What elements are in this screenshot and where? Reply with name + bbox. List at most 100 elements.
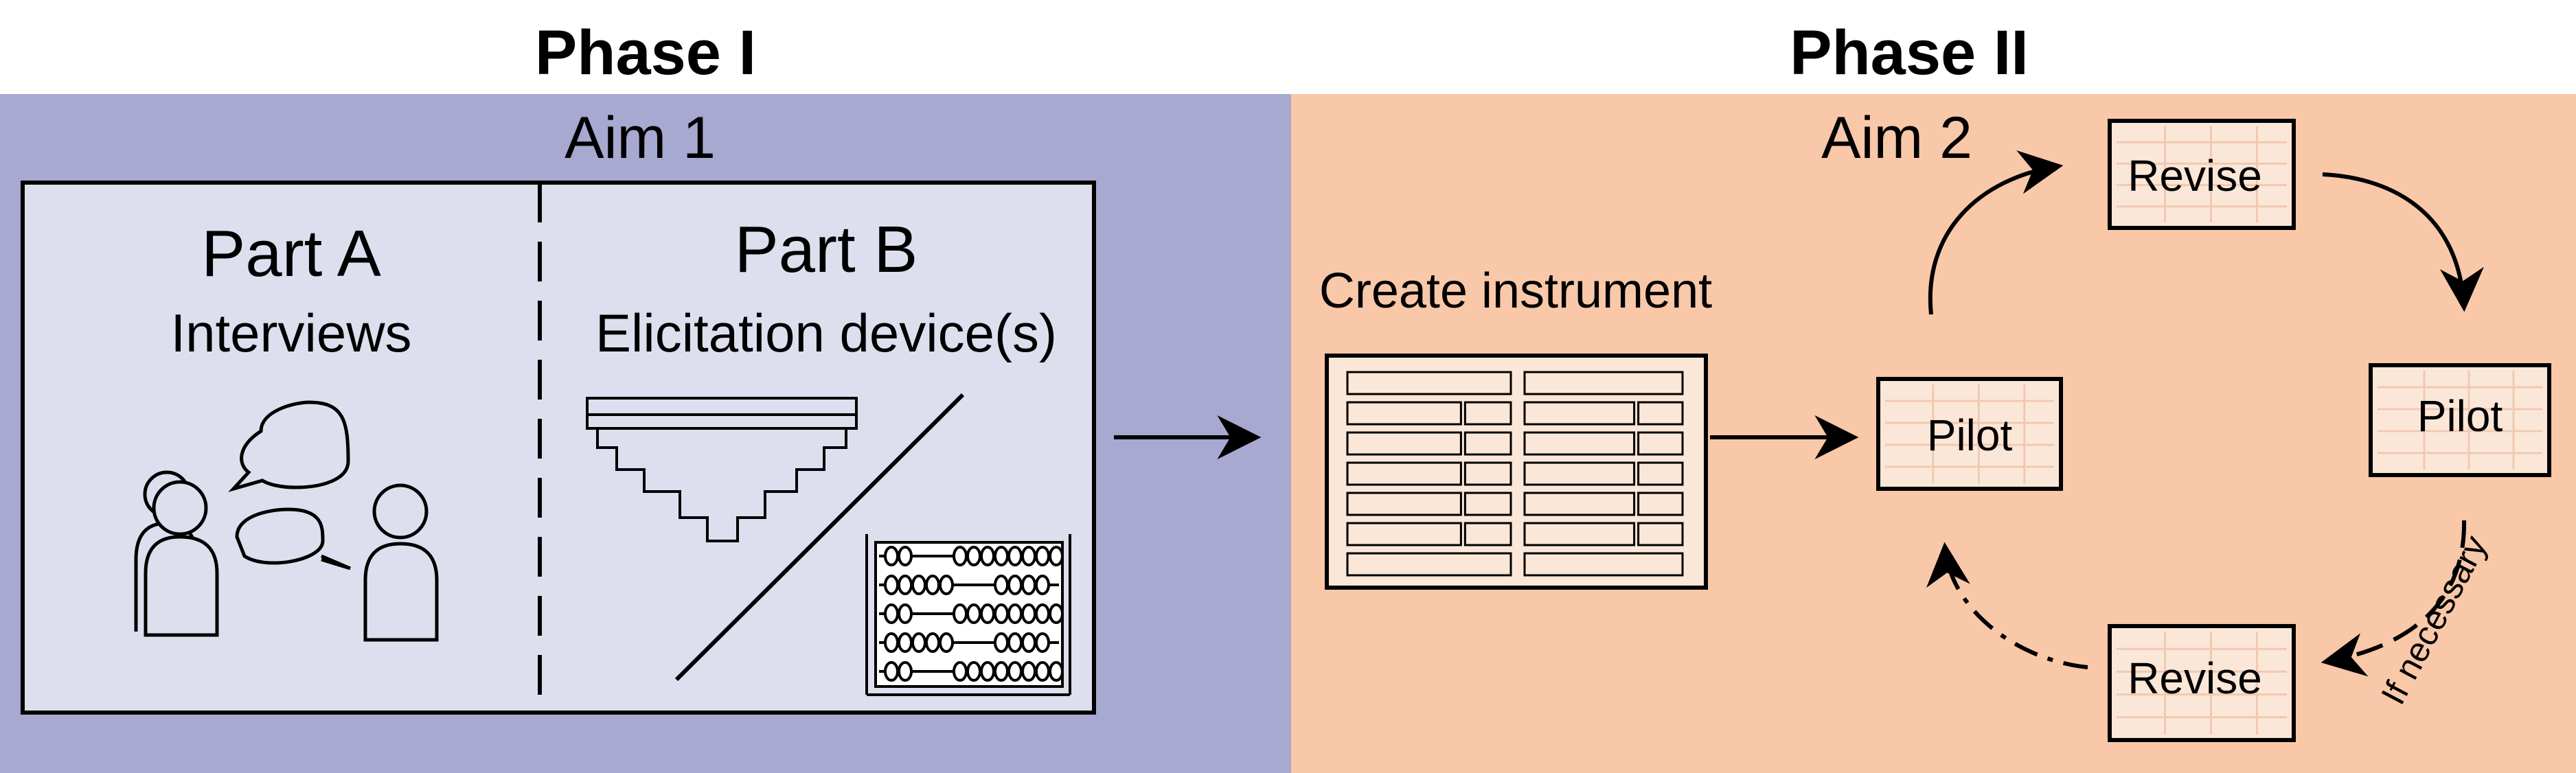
abacus-bead (884, 575, 899, 595)
form-grid-icon (1325, 354, 1708, 590)
abacus-bead (884, 603, 899, 624)
abacus-bead (1021, 632, 1036, 653)
form-cell (1523, 552, 1684, 577)
abacus-bead (925, 632, 940, 653)
revise-box-bottom: Revise (2108, 624, 2296, 742)
part-a-title: Part A (201, 217, 380, 290)
abacus-icon (865, 534, 1071, 696)
form-cell (1523, 431, 1636, 456)
form-cell (1637, 492, 1684, 516)
form-cell (1346, 431, 1462, 456)
aim1-label: Aim 1 (565, 105, 716, 171)
form-cell (1637, 461, 1684, 486)
part-a-subtitle: Interviews (170, 303, 411, 363)
form-cell (1463, 431, 1512, 456)
abacus-bead (980, 546, 995, 566)
abacus-bead (1021, 575, 1036, 595)
form-cell (1523, 492, 1636, 516)
abacus-bead (925, 575, 940, 595)
revise-to-pilot-arrow (2322, 172, 2484, 312)
part-b-subtitle: Elicitation device(s) (595, 303, 1057, 363)
abacus-bead (1007, 575, 1023, 595)
pilot-right-label: Pilot (2417, 391, 2503, 441)
abacus-bead (1021, 603, 1036, 624)
pilot-to-revise-arrow (1928, 150, 2064, 315)
abacus-bead (884, 546, 899, 566)
form-cell (1637, 431, 1684, 456)
abacus-bead (1007, 632, 1023, 653)
abacus-bead (1035, 575, 1050, 595)
abacus-bead (911, 575, 926, 595)
abacus-bead (980, 661, 995, 682)
part-b-title: Part B (735, 213, 918, 286)
form-cell (1463, 492, 1512, 516)
abacus-bead (898, 603, 913, 624)
abacus-bead (994, 661, 1009, 682)
form-cell (1637, 401, 1684, 426)
pilot-to-revise-dashed-arrow (2321, 520, 2467, 677)
abacus-bead (1035, 661, 1050, 682)
abacus-bead (1007, 546, 1023, 566)
abacus-bead (939, 632, 954, 653)
abacus-bead (980, 603, 995, 624)
pilot-box-left: Pilot (1876, 377, 2063, 491)
form-cell (1523, 371, 1684, 395)
phase1-title: Phase I (535, 18, 756, 88)
abacus-bead (898, 632, 913, 653)
abacus-bead (898, 546, 913, 566)
create-instrument-label: Create instrument (1319, 264, 1712, 319)
abacus-bead (898, 661, 913, 682)
abacus-bead (1021, 661, 1036, 682)
abacus-bead (966, 661, 981, 682)
form-cell (1346, 461, 1462, 486)
abacus-bead (1021, 546, 1036, 566)
form-cell (1523, 401, 1636, 426)
abacus-bead (939, 575, 954, 595)
abacus-bead (966, 603, 981, 624)
abacus-bead (884, 661, 899, 682)
pilot-left-label: Pilot (1927, 411, 2013, 460)
abacus-bead (966, 546, 981, 566)
form-cell (1346, 371, 1512, 395)
aim2-label: Aim 2 (1821, 105, 1972, 171)
form-cell (1463, 461, 1512, 486)
abacus-bead (953, 603, 968, 624)
form-cell (1346, 522, 1462, 546)
abacus-bead (1035, 546, 1050, 566)
abacus-bead (1049, 603, 1064, 624)
abacus-bead (994, 632, 1009, 653)
form-cell (1463, 522, 1512, 546)
part-b-slash (674, 393, 965, 682)
staircase-grid-icon (586, 397, 858, 542)
revise-top-label: Revise (2128, 151, 2262, 200)
revise-box-top: Revise (2108, 119, 2296, 230)
abacus-bead (994, 546, 1009, 566)
revise-to-pilot-dashdot-arrow (1926, 542, 2088, 669)
abacus-bead (1035, 632, 1050, 653)
abacus-bead (898, 575, 913, 595)
abacus-bead (1007, 603, 1023, 624)
form-cell (1523, 461, 1636, 486)
phase2-title: Phase II (1790, 18, 2029, 88)
abacus-bead (953, 661, 968, 682)
abacus-bead (1049, 661, 1064, 682)
form-cell (1346, 552, 1512, 577)
people-talking-icon (134, 470, 439, 642)
abacus-bead (1035, 603, 1050, 624)
abacus-bead (994, 575, 1009, 595)
pilot-box-right: Pilot (2369, 363, 2551, 477)
form-cell (1463, 401, 1512, 426)
abacus-bead (911, 632, 926, 653)
form-cell (1637, 522, 1684, 546)
revise-bottom-label: Revise (2128, 654, 2262, 703)
abacus-bead (1049, 546, 1064, 566)
form-cell (1346, 492, 1462, 516)
form-cell (1523, 522, 1636, 546)
abacus-bead (884, 632, 899, 653)
abacus-bead (953, 546, 968, 566)
speech-bubble-icon (228, 400, 351, 570)
abacus-bead (994, 603, 1009, 624)
abacus-bead (1007, 661, 1023, 682)
form-cell (1346, 401, 1462, 426)
